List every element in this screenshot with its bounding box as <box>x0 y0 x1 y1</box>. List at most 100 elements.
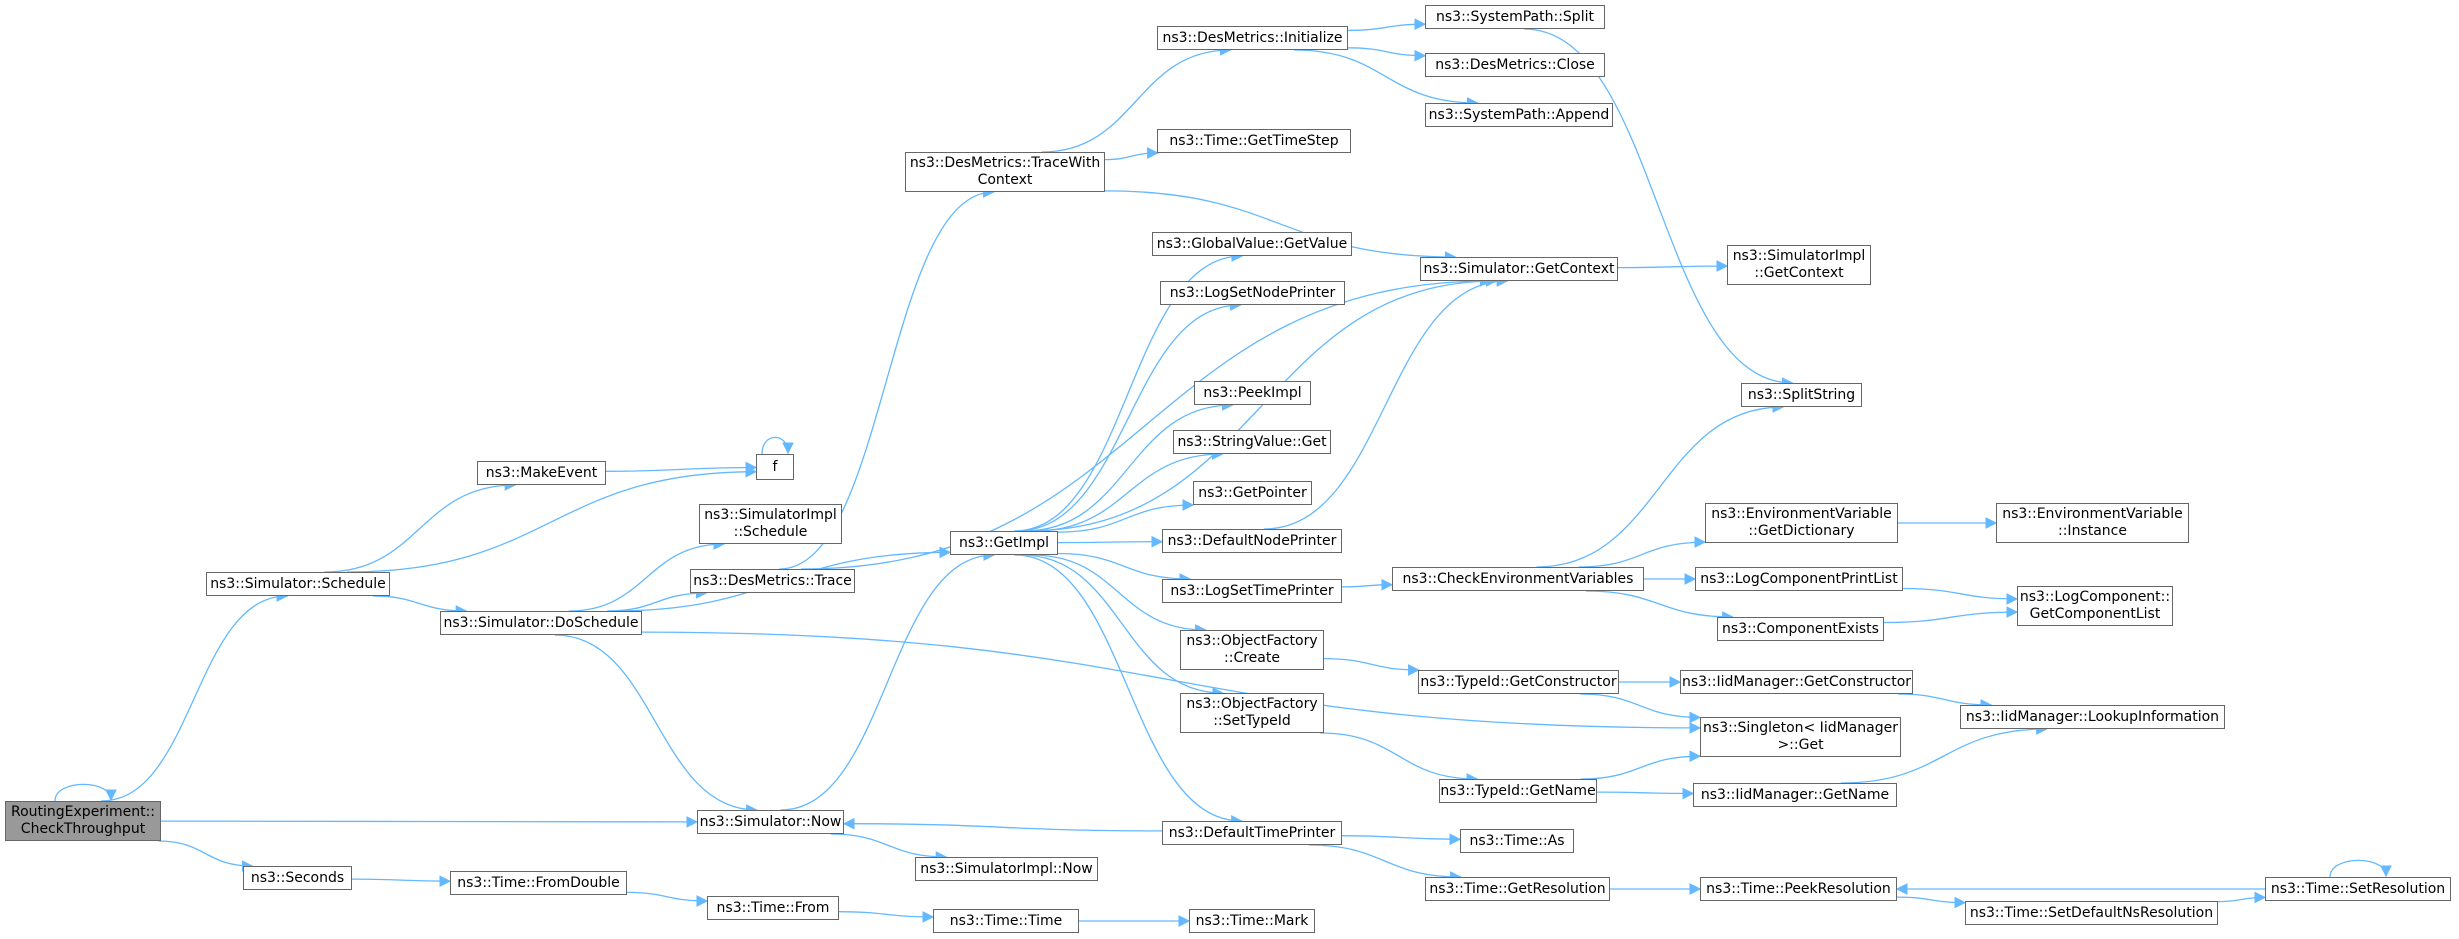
node-f[interactable]: f <box>756 454 794 480</box>
node-default-node-printer[interactable]: ns3::DefaultNodePrinter <box>1162 529 1342 553</box>
call-edge <box>2217 891 2267 904</box>
call-edge <box>1536 401 1785 568</box>
call-edge <box>1023 399 1234 532</box>
node-time-as[interactable]: ns3::Time::As <box>1460 829 1574 853</box>
call-edge <box>1263 275 1509 530</box>
call-edge <box>842 817 1163 832</box>
call-edge <box>1293 49 1479 109</box>
call-edge <box>1585 590 1734 623</box>
call-edge <box>1323 657 1420 676</box>
node-peek-impl[interactable]: ns3::PeekImpl <box>1194 381 1311 405</box>
node-time-get-time-step[interactable]: ns3::Time::GetTimeStep <box>1157 129 1351 153</box>
node-time-set-resolution[interactable]: ns3::Time::SetResolution <box>2265 877 2451 901</box>
node-iid-manager-get-name[interactable]: ns3::IidManager::GetName <box>1693 783 1897 807</box>
call-edge <box>801 275 1492 570</box>
call-edge <box>1041 44 1232 153</box>
call-edge <box>1104 147 1159 161</box>
call-edge <box>1580 750 1702 780</box>
node-simulator-schedule[interactable]: ns3::Simulator::Schedule <box>206 572 390 596</box>
call-edge <box>626 891 709 907</box>
node-des-metrics-trace[interactable]: ns3::DesMetrics::Trace <box>690 569 855 593</box>
call-edge <box>101 590 289 802</box>
call-edge <box>158 840 254 872</box>
node-get-pointer[interactable]: ns3::GetPointer <box>1193 481 1312 505</box>
call-edge <box>1840 723 2048 784</box>
call-edge <box>54 783 117 802</box>
node-time-mark[interactable]: ns3::Time::Mark <box>1189 909 1315 933</box>
node-component-exists[interactable]: ns3::ComponentExists <box>1717 617 1884 641</box>
call-edge <box>830 833 948 863</box>
call-edge <box>761 436 794 455</box>
node-object-factory-set-type-id[interactable]: ns3::ObjectFactory ::SetTypeId <box>1180 693 1324 733</box>
node-iid-manager-lookup-information[interactable]: ns3::IidManager::LookupInformation <box>1960 705 2225 729</box>
node-routing-experiment-check-throughput[interactable]: RoutingExperiment:: CheckThroughput <box>5 801 161 841</box>
node-system-path-split[interactable]: ns3::SystemPath::Split <box>1425 5 1605 29</box>
node-simulator-now[interactable]: ns3::Simulator::Now <box>697 810 844 834</box>
node-type-id-get-constructor[interactable]: ns3::TypeId::GetConstructor <box>1418 670 1619 694</box>
node-log-component-print-list[interactable]: ns3::LogComponentPrintList <box>1695 567 1903 591</box>
node-make-event[interactable]: ns3::MakeEvent <box>477 461 606 485</box>
node-check-environment-variables[interactable]: ns3::CheckEnvironmentVariables <box>1392 567 1644 591</box>
call-edge <box>1341 578 1394 591</box>
call-edge <box>1524 28 1794 389</box>
call-edge <box>346 465 758 573</box>
call-edge <box>1617 260 1729 272</box>
call-edge <box>1013 250 1244 532</box>
call-edge <box>372 595 468 617</box>
node-get-impl[interactable]: ns3::GetImpl <box>950 531 1058 555</box>
call-edge <box>779 186 995 570</box>
call-edge <box>554 634 758 816</box>
node-environment-variable-instance[interactable]: ns3::EnvironmentVariable ::Instance <box>1996 503 2189 543</box>
call-edge <box>2329 859 2392 878</box>
node-seconds[interactable]: ns3::Seconds <box>243 866 352 890</box>
node-default-time-printer[interactable]: ns3::DefaultTimePrinter <box>1162 821 1342 845</box>
call-edge <box>1057 552 1192 585</box>
node-system-path-append[interactable]: ns3::SystemPath::Append <box>1425 103 1613 127</box>
node-time-from[interactable]: ns3::Time::From <box>707 896 839 920</box>
node-environment-variable-get-dictionary[interactable]: ns3::EnvironmentVariable ::GetDictionary <box>1705 503 1898 543</box>
node-des-metrics-trace-with-context[interactable]: ns3::DesMetrics::TraceWith Context <box>905 152 1105 192</box>
call-edge <box>1902 587 2019 605</box>
node-time-set-default-ns-resolution[interactable]: ns3::Time::SetDefaultNsResolution <box>1965 901 2218 925</box>
call-edge <box>1057 535 1164 548</box>
node-split-string[interactable]: ns3::SplitString <box>1741 383 1862 407</box>
node-simulator-impl-schedule[interactable]: ns3::SimulatorImpl ::Schedule <box>699 504 842 544</box>
call-edge <box>1896 896 1967 909</box>
node-simulator-impl-get-context[interactable]: ns3::SimulatorImpl ::GetContext <box>1727 245 1871 285</box>
call-edge <box>838 911 935 923</box>
call-edge <box>351 875 452 888</box>
node-simulator-get-context[interactable]: ns3::Simulator::GetContext <box>1420 257 1618 281</box>
node-time-time[interactable]: ns3::Time::Time <box>933 909 1079 933</box>
node-global-value-get-value[interactable]: ns3::GlobalValue::GetValue <box>1152 232 1352 256</box>
call-edge <box>324 479 517 573</box>
node-log-component-get-component-list[interactable]: ns3::LogComponent:: GetComponentList <box>2017 586 2173 626</box>
node-type-id-get-name[interactable]: ns3::TypeId::GetName <box>1439 779 1597 803</box>
call-edge <box>1579 693 1702 724</box>
call-edge <box>1104 190 1457 263</box>
node-simulator-impl-now[interactable]: ns3::SimulatorImpl::Now <box>915 857 1098 881</box>
node-time-from-double[interactable]: ns3::Time::FromDouble <box>450 871 627 895</box>
call-edge <box>1341 833 1462 846</box>
node-singleton-iid-manager-get[interactable]: ns3::Singleton< IidManager >::Get <box>1700 717 1901 757</box>
call-edge <box>641 631 1702 734</box>
node-des-metrics-close[interactable]: ns3::DesMetrics::Close <box>1425 53 1605 77</box>
node-string-value-get[interactable]: ns3::StringValue::Get <box>1173 430 1331 454</box>
call-edge <box>1015 299 1242 532</box>
call-edge <box>1578 536 1707 568</box>
node-simulator-do-schedule[interactable]: ns3::Simulator::DoSchedule <box>440 611 642 635</box>
node-time-peek-resolution[interactable]: ns3::Time::PeekResolution <box>1700 877 1897 901</box>
call-edge <box>1026 275 1498 532</box>
node-log-set-node-printer[interactable]: ns3::LogSetNodePrinter <box>1160 281 1345 305</box>
node-log-set-time-printer[interactable]: ns3::LogSetTimePrinter <box>1162 579 1342 603</box>
node-iid-manager-get-constructor[interactable]: ns3::IidManager::GetConstructor <box>1680 670 1913 694</box>
node-object-factory-create[interactable]: ns3::ObjectFactory ::Create <box>1180 630 1324 670</box>
call-edge <box>568 538 726 612</box>
call-edge <box>1021 554 1224 699</box>
call-edge <box>1347 18 1427 32</box>
node-time-get-resolution[interactable]: ns3::Time::GetResolution <box>1425 877 1610 901</box>
call-edge <box>1031 554 1207 636</box>
call-edge <box>1308 844 1462 883</box>
node-des-metrics-initialize[interactable]: ns3::DesMetrics::Initialize <box>1157 26 1348 50</box>
